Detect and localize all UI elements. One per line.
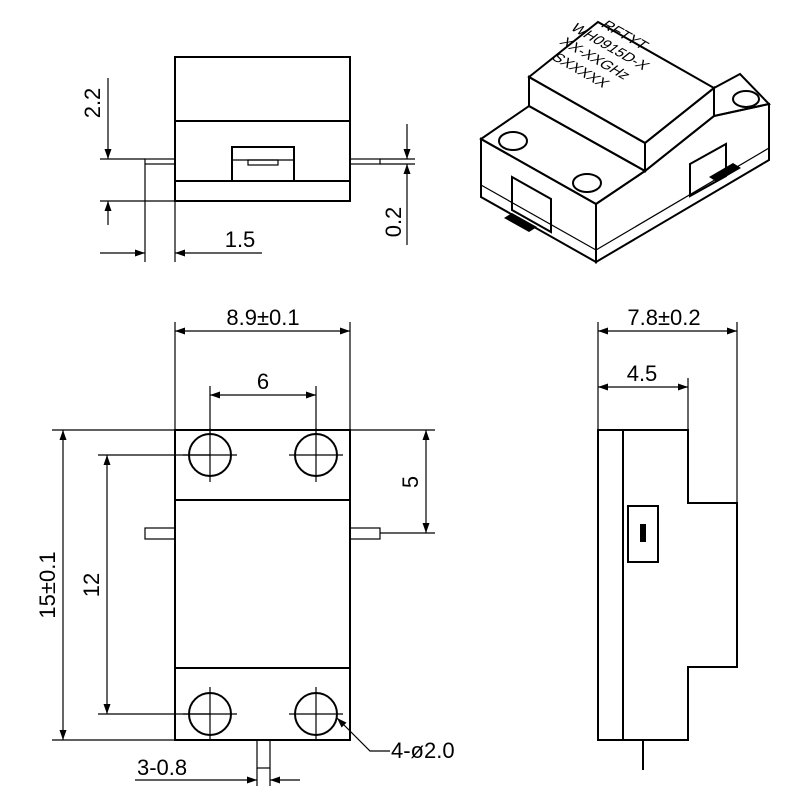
mounting-hole — [289, 687, 343, 741]
iso-marking: RFTYT WH0915D-X XX-XXGHz SXXXXX — [547, 18, 653, 90]
front-left-lead — [144, 527, 176, 540]
top-view: 2.2 1.5 0.2 — [80, 56, 415, 262]
dim-width-8-9: 8.9±0.1 — [226, 305, 299, 330]
side-view-body — [597, 429, 738, 741]
dim-thickness-0-2: 0.2 — [381, 207, 406, 238]
top-view-body — [174, 56, 351, 202]
dim-height-2-2: 2.2 — [80, 88, 105, 119]
side-view: 7.8±0.2 4.5 — [597, 305, 738, 770]
front-bottom-lead — [256, 739, 271, 769]
dim-lead-width: 3-0.8 — [137, 755, 187, 780]
dim-hole-pitch-12: 12 — [79, 573, 104, 597]
iso-base-front — [480, 137, 597, 264]
mounting-hole — [289, 428, 343, 482]
iso-lead-side — [709, 163, 741, 182]
dim-depth-7-8: 7.8±0.2 — [627, 305, 700, 330]
iso-hole-2 — [572, 173, 602, 193]
top-view-lead-slot — [231, 146, 295, 182]
side-view-lead-slot — [627, 505, 659, 563]
front-right-lead — [349, 527, 381, 540]
right-lead — [349, 158, 381, 165]
dim-hole-spacing-6: 6 — [257, 369, 269, 394]
iso-hole-3 — [732, 90, 760, 108]
left-lead — [144, 158, 176, 165]
isometric-view: RFTYT WH0915D-X XX-XXGHz SXXXXX — [479, 18, 771, 264]
dim-length-15: 15±0.1 — [35, 551, 60, 618]
iso-lead-front — [504, 213, 537, 232]
iso-lead-window-front — [511, 175, 552, 234]
front-view: 8.9±0.1 6 15±0.1 12 5 3-0.8 4-ø2.0 — [35, 305, 455, 786]
dim-lead-offset-5: 5 — [398, 476, 423, 488]
iso-hole-1 — [498, 131, 528, 151]
iso-base-side — [595, 102, 770, 264]
dim-lead-1-5: 1.5 — [225, 227, 256, 252]
dim-holes-4-dia-2: 4-ø2.0 — [391, 738, 455, 763]
dim-step-4-5: 4.5 — [627, 361, 658, 386]
iso-base-top — [479, 104, 647, 206]
